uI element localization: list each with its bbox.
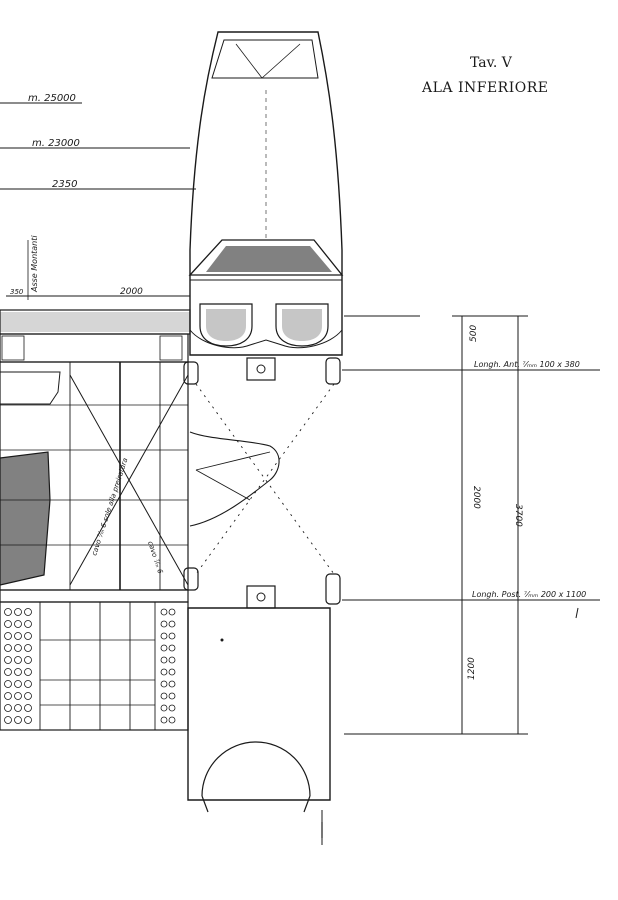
dim-2000-vertical-label: 2000	[471, 486, 481, 509]
diagonal-note-left: cavo ⁷⁄ₘ 6 sole alla preiratura	[90, 457, 129, 557]
spar-callouts: Longh. Ant. ⁷⁄ₘₘ 100 x 380 Longh. Post. …	[342, 315, 600, 735]
dim-350-label: 350	[10, 288, 24, 296]
vertical-dimensions: 500 2000 3700 1200	[458, 316, 523, 734]
lightening-holes	[4, 608, 176, 724]
dim-2350-label: 2350	[52, 179, 77, 190]
top-dimension-lines: m. 25000 m. 23000 2350 2000 350 Asse Mon…	[0, 93, 196, 300]
dim-3700-label: 3700	[513, 504, 523, 527]
plate-title: ALA INFERIORE	[421, 80, 549, 96]
strut-axis-label: Asse Montanti	[30, 235, 39, 293]
plate-number: Tav. V	[470, 55, 513, 71]
rear-spar-label: Longh. Post. ⁷⁄ₘₘ 200 x 1100	[472, 590, 586, 599]
dim-23000-label: m. 23000	[32, 138, 80, 149]
nacelle	[187, 31, 344, 845]
dim-1200-label: 1200	[467, 657, 477, 680]
dim-2000-label: 2000	[120, 287, 143, 297]
front-spar-label: Longh. Ant. ⁷⁄ₘₘ 100 x 380	[474, 360, 580, 369]
centre-fittings	[189, 357, 341, 609]
dim-25000-label: m. 25000	[28, 93, 76, 104]
diagonal-note-right: cavo ⁷⁄ₘ 6	[146, 540, 164, 575]
dim-500-label: 500	[469, 325, 479, 342]
wing-panel: cavo ⁷⁄ₘ 6 sole alla preiratura cavo ⁷⁄ₘ…	[0, 309, 199, 731]
